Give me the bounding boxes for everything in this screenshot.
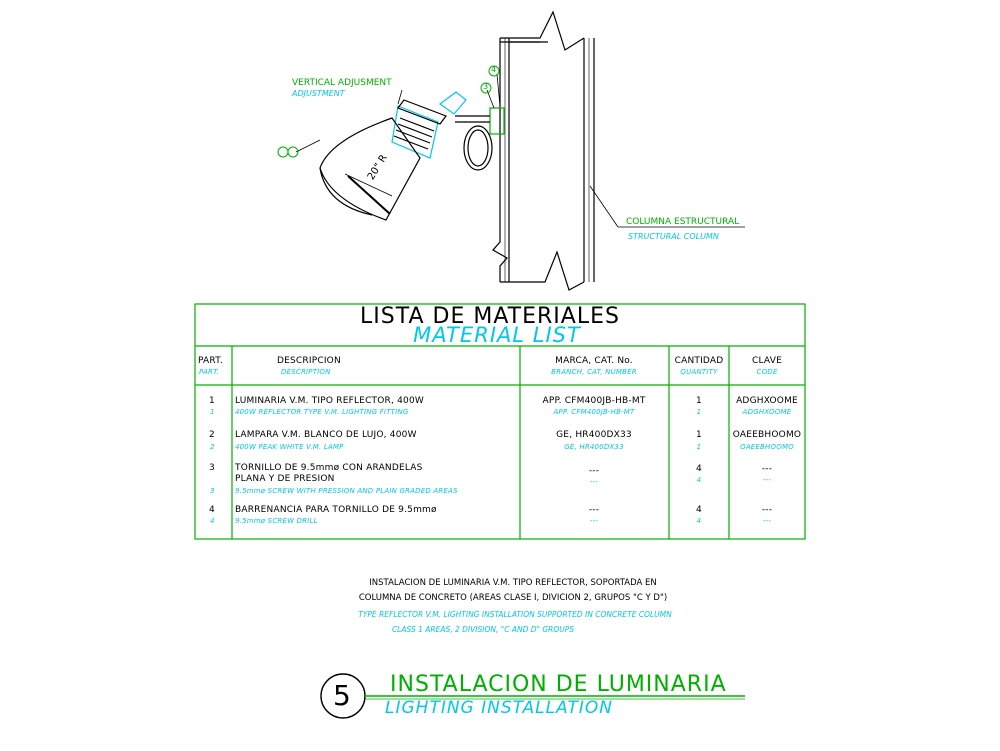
- header-brand: MARCA, CAT. No.: [555, 356, 633, 366]
- row2-brand-en: GE, HR400DX33: [564, 443, 624, 451]
- title-block: [320, 673, 745, 719]
- row4-brand-en: ---: [589, 517, 599, 525]
- row2-code-en: OAEEBHOOMO: [740, 443, 794, 451]
- header-quantity: CANTIDAD: [674, 356, 724, 366]
- header-brand-en: BRANCH, CAT, NUMBER: [551, 368, 637, 376]
- vertical-adjustment-label: VERTICAL ADJUSMENT: [292, 78, 392, 88]
- header-part-en: PART.: [199, 368, 220, 376]
- note-es-line1: INSTALACION DE LUMINARIA V.M. TIPO REFLE…: [369, 578, 657, 588]
- note-en-line2: CLASS 1 AREAS, 2 DIVISION, "C AND D" GRO…: [391, 625, 575, 634]
- row1-brand: APP. CFM400JB-HB-MT: [542, 396, 646, 406]
- row4-quantity: 4: [696, 505, 702, 515]
- header-code-en: CODE: [756, 368, 778, 376]
- material-list-table-frame: [194, 303, 806, 540]
- row2-brand: GE, HR400DX33: [556, 430, 632, 440]
- callout-3-circle: [480, 82, 492, 94]
- row3-brand: ---: [588, 466, 600, 476]
- callout-4: 4: [491, 65, 497, 74]
- row3-brand-en: ---: [589, 478, 599, 486]
- row3-part: 3: [209, 463, 215, 473]
- row2-part: 2: [209, 430, 215, 440]
- row1-quantity-en: 1: [696, 408, 702, 416]
- row3-description: TORNILLO DE 9.5mmø CON ARANDELAS: [235, 463, 423, 473]
- row4-code-en: ---: [762, 517, 772, 525]
- row3-description-en: 9.5mmø SCREW WITH PRESSION AND PLAIN GRA…: [235, 487, 458, 495]
- header-description-en: DESCRIPTION: [281, 368, 331, 376]
- row2-quantity: 1: [696, 430, 702, 440]
- row3-quantity: 4: [696, 464, 702, 474]
- callout-1-2: ①②: [278, 146, 298, 155]
- row4-quantity-en: 4: [696, 517, 702, 525]
- detail-number: 5: [333, 679, 351, 712]
- row2-description: LAMPARA V.M. BLANCO DE LUJO, 400W: [235, 430, 417, 440]
- row1-code-en: ADGHXOOME: [742, 408, 792, 416]
- note-en-line1: TYPE REFLECTOR V.M. LIGHTING INSTALLATIO…: [358, 610, 672, 619]
- row1-part: 1: [209, 396, 215, 406]
- row3-quantity-en: 4: [696, 476, 702, 484]
- row4-part: 4: [209, 505, 215, 515]
- callout-4-circle: [488, 65, 500, 77]
- row3-description-line2: PLANA Y DE PRESION: [235, 474, 335, 484]
- note-es-line2: COLUMNA DE CONCRETO (AREAS CLASE I, DIVI…: [358, 593, 668, 603]
- row2-part-en: 2: [210, 443, 215, 451]
- row1-part-en: 1: [210, 408, 215, 416]
- detail-title: INSTALACION DE LUMINARIA: [390, 672, 727, 697]
- row2-code: OAEEBHOOMO: [732, 430, 802, 440]
- row3-part-en: 3: [210, 487, 215, 495]
- header-description: DESCRIPCION: [277, 356, 341, 366]
- vertical-adjustment-label-en: ADJUSTMENT: [292, 89, 345, 98]
- row1-description: LUMINARIA V.M. TIPO REFLECTOR, 400W: [235, 396, 424, 406]
- reflector-luminaire: [319, 91, 505, 221]
- table-title: LISTA DE MATERIALES: [360, 304, 620, 329]
- structural-column-label: COLUMNA ESTRUCTURAL: [626, 217, 740, 227]
- row1-quantity: 1: [696, 396, 702, 406]
- row4-description-en: 9.5mmø SCREW DRILL: [235, 517, 318, 525]
- row1-code: ADGHXOOME: [736, 396, 798, 406]
- header-part: PART.: [198, 356, 223, 366]
- structural-column-label-en: STRUCTURAL COLUMN: [628, 232, 719, 241]
- detail-subtitle: LIGHTING INSTALLATION: [385, 698, 613, 718]
- callout-2-circle: [287, 146, 299, 158]
- row2-quantity-en: 1: [696, 443, 702, 451]
- structural-column: [492, 10, 595, 291]
- row4-description: BARRENANCIA PARA TORNILLO DE 9.5mmø: [235, 505, 437, 515]
- row2-description-en: 400W PEAK WHITE V.M. LAMP: [235, 443, 344, 451]
- row3-code: ---: [761, 464, 773, 474]
- row4-part-en: 4: [210, 517, 215, 525]
- row3-code-en: ---: [762, 476, 772, 484]
- table-title-en: MATERIAL LIST: [413, 323, 581, 347]
- row4-brand: ---: [588, 505, 600, 515]
- header-code: CLAVE: [752, 356, 782, 366]
- header-quantity-en: QUANTITY: [680, 368, 718, 376]
- row1-description-en: 400W REFLECTOR TYPE V.M. LIGHTING FITTIN…: [235, 408, 409, 416]
- row4-code: ---: [761, 505, 773, 515]
- callout-3: 3: [483, 82, 489, 91]
- leader-lines: [295, 73, 745, 228]
- row1-brand-en: APP. CFM400JB-HB-MT: [553, 408, 635, 416]
